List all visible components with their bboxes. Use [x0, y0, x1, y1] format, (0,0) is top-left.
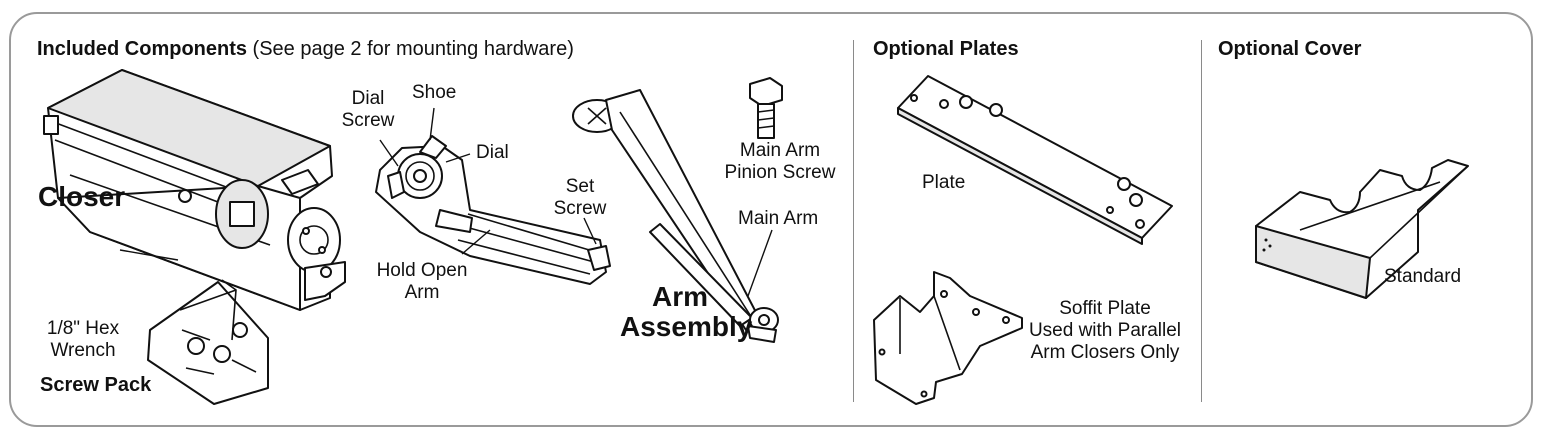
screw-pack-label: Screw Pack — [40, 374, 152, 396]
mounting-hardware-note: (See page 2 for mounting hardware) — [247, 38, 574, 60]
set-screw-label-line2: Screw — [553, 198, 607, 219]
arm-assembly-label-line1: Arm — [651, 281, 708, 312]
standard-cover-label: Standard — [1384, 266, 1462, 287]
closer-label: Closer — [38, 181, 126, 212]
dial-label: Dial — [476, 142, 509, 163]
closer-illustration — [43, 69, 346, 311]
included-components-heading: Included Components — [37, 38, 247, 60]
included-components-title: Included Components (See page 2 for moun… — [37, 38, 574, 61]
main-arm-label: Main Arm — [738, 208, 819, 229]
dial-screw-label: Dial Screw — [328, 88, 408, 132]
cover-illustration — [1255, 159, 1469, 299]
pinion-screw-label: Main Arm Pinion Screw — [720, 140, 840, 184]
arm-assembly-illustration — [572, 89, 779, 343]
divider-right — [1201, 40, 1202, 402]
soffit-plate-label-line3: Arm Closers Only — [1030, 342, 1180, 363]
plate-illustration — [897, 75, 1173, 245]
components-frame — [9, 12, 1533, 427]
hex-wrench-label-line2: Wrench — [50, 340, 116, 361]
soffit-plate-label-line2: Used with Parallel — [1028, 320, 1182, 341]
optional-cover-title: Optional Cover — [1218, 38, 1362, 60]
arm-assembly-label: Arm Assembly — [620, 281, 753, 342]
plate-label: Plate — [922, 172, 966, 193]
divider-left — [853, 40, 854, 402]
optional-plates-title: Optional Plates — [873, 38, 1019, 60]
dial-screw-label-line1: Dial — [351, 88, 385, 109]
soffit-plate-label: Soffit Plate Used with Parallel Arm Clos… — [1020, 298, 1190, 364]
hold-open-arm-label-line1: Hold Open — [376, 260, 468, 281]
shoe-label: Shoe — [412, 82, 457, 103]
hold-open-arm-label: Hold Open Arm — [367, 260, 477, 304]
hold-open-arm-illustration — [375, 135, 611, 285]
hex-wrench-label-line1: 1/8" Hex — [46, 318, 120, 339]
pinion-screw-illustration — [749, 77, 783, 139]
pinion-screw-label-line2: Pinion Screw — [724, 162, 836, 183]
screw-pack-illustration — [147, 279, 269, 405]
leader-lines — [119, 107, 773, 297]
soffit-plate-illustration — [873, 271, 1023, 405]
soffit-plate-label-line1: Soffit Plate — [1059, 298, 1151, 319]
hold-open-arm-label-line2: Arm — [404, 282, 440, 303]
arm-assembly-label-line2: Assembly — [620, 311, 753, 342]
set-screw-label: Set Screw — [540, 176, 620, 220]
hex-wrench-label: 1/8" Hex Wrench — [38, 318, 128, 362]
pinion-screw-label-line1: Main Arm — [739, 140, 821, 161]
dial-screw-label-line2: Screw — [341, 110, 395, 131]
set-screw-label-line1: Set — [565, 176, 595, 197]
